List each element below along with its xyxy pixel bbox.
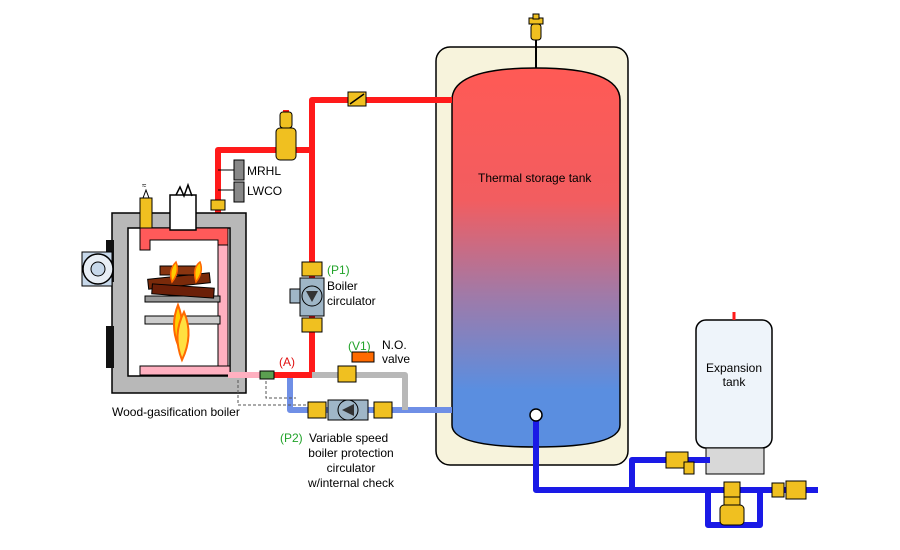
thermal-storage-tank-label: Thermal storage tank bbox=[478, 171, 592, 185]
flame-icon bbox=[169, 260, 203, 363]
boiler-circulator-p1 bbox=[289, 261, 325, 333]
lwco-sensor-icon bbox=[218, 181, 245, 203]
expansion-tank bbox=[695, 312, 773, 475]
variable-speed-circulator-p2 bbox=[307, 399, 393, 421]
expansion-tank-label-line2: tank bbox=[722, 375, 746, 389]
p1-tag: (P1) bbox=[327, 263, 350, 277]
fill-valve-icon bbox=[665, 451, 695, 475]
svg-text:≈: ≈ bbox=[142, 181, 147, 190]
air-vent-icon bbox=[528, 13, 544, 41]
normally-open-valve-v1 bbox=[337, 351, 375, 383]
point-a-tag: (A) bbox=[279, 355, 295, 369]
v1-label-line2: valve bbox=[382, 352, 411, 366]
boiler-label: Wood-gasification boiler bbox=[112, 405, 240, 419]
hot-supply-piping bbox=[215, 97, 452, 375]
cold-return-piping bbox=[287, 375, 452, 413]
blower-fan-icon bbox=[81, 251, 114, 287]
v1-label-line1: N.O. bbox=[382, 338, 407, 352]
thermal-storage-tank bbox=[435, 40, 629, 466]
ball-valve-icon bbox=[723, 481, 741, 499]
relief-valve-icon: ≈ bbox=[139, 181, 153, 229]
p2-label-line4: w/internal check bbox=[307, 476, 395, 490]
p1-label-line2: circulator bbox=[327, 294, 376, 308]
air-separator-icon bbox=[275, 111, 297, 161]
mrhl-sensor-icon bbox=[218, 159, 245, 181]
p2-tag: (P2) bbox=[280, 431, 303, 445]
p2-label-line3: circulator bbox=[326, 461, 376, 475]
p2-label-line1: Variable speed bbox=[309, 431, 389, 445]
pressure-reducing-valve-icon bbox=[719, 496, 745, 526]
mrhl-label: MRHL bbox=[247, 164, 282, 178]
p2-label-line2: boiler protection bbox=[308, 446, 394, 460]
wood-gasification-boiler bbox=[81, 182, 247, 394]
p1-label-line1: Boiler bbox=[327, 279, 358, 293]
fitting-icon bbox=[210, 199, 226, 211]
backflow-preventer-icon bbox=[771, 480, 807, 500]
expansion-tank-label-line1: Expansion bbox=[705, 361, 763, 375]
v1-tag: (V1) bbox=[348, 339, 371, 353]
lwco-label: LWCO bbox=[247, 184, 283, 198]
check-valve-icon bbox=[347, 91, 367, 107]
control-wiring bbox=[237, 370, 310, 406]
